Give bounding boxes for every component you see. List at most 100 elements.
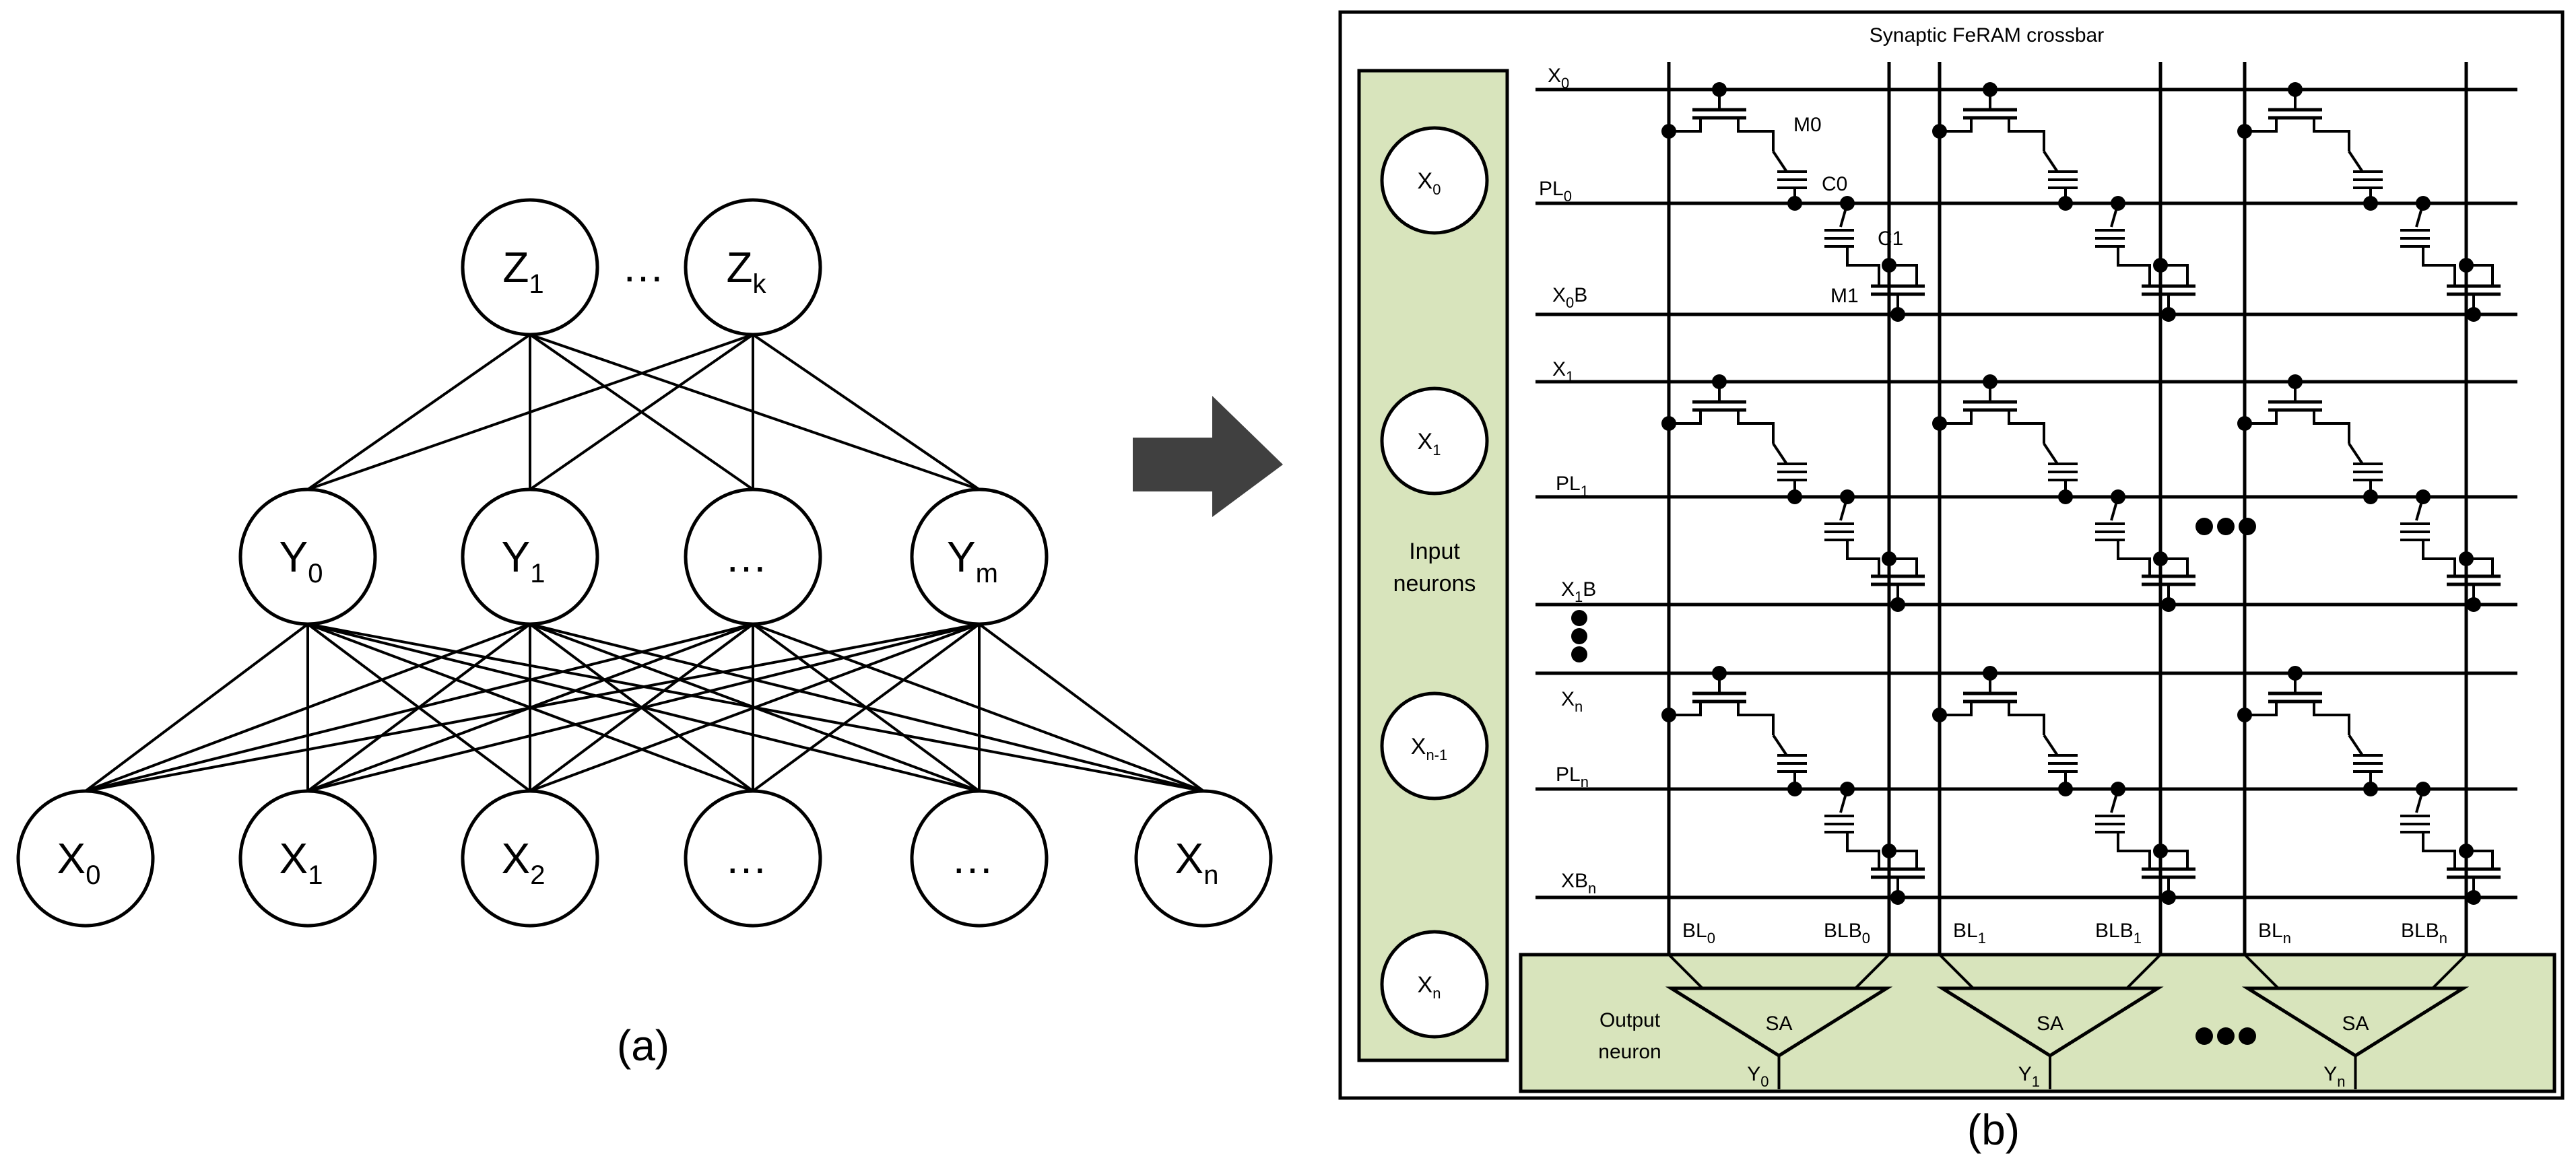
- input-node-label-main: X: [502, 834, 531, 883]
- input-node: X1: [238, 789, 377, 928]
- capacitor-lead: [2348, 734, 2364, 757]
- top-node-label-main: Z: [726, 243, 752, 292]
- hidden-node: …: [684, 487, 822, 626]
- input-node-label-sub: 1: [308, 860, 323, 890]
- input-neurons-panel: [1357, 69, 1509, 1062]
- caption-a: (a): [617, 1021, 669, 1070]
- input-node-label: …: [951, 834, 994, 883]
- label-m1: M1: [1830, 285, 1859, 307]
- ellipsis-dot: [1571, 610, 1587, 626]
- output-label: Y1: [2018, 1063, 2040, 1090]
- input-neuron-label-main: X: [1418, 972, 1433, 998]
- source-wire: [2160, 264, 2189, 286]
- connection-line: [84, 623, 309, 792]
- plate-line-dot: [2058, 196, 2073, 211]
- hidden-node-label-main: …: [725, 533, 768, 581]
- bitline-label-main: BL: [1682, 920, 1707, 942]
- capacitor-lead: [1839, 203, 1849, 228]
- row-label-sub: n: [1575, 698, 1583, 715]
- bitline-dot: [1932, 124, 1947, 139]
- row-label: Xn: [1561, 688, 1583, 715]
- plate-line-dot: [2058, 782, 2073, 796]
- plate-line-dot: [1787, 489, 1802, 504]
- plate-line-dot: [2363, 196, 2378, 211]
- hidden-node-label: Y0: [279, 533, 323, 588]
- sa-input-wire: [2125, 953, 2162, 990]
- input-node-label-main: …: [725, 834, 768, 883]
- row-label-sub: 1: [1575, 588, 1583, 605]
- ellipsis-dot: [2217, 1027, 2235, 1045]
- ellipsis-dot: [2239, 518, 2256, 535]
- capacitor-lead: [2043, 442, 2059, 465]
- gate-dot: [2161, 890, 2176, 905]
- bitline-bar-dot: [2459, 844, 2474, 858]
- output-label-sub: 0: [1760, 1073, 1769, 1090]
- source-wire: [2245, 118, 2278, 133]
- bitline-label: BL1: [1953, 920, 1986, 947]
- input-node-label-sub: 0: [86, 860, 100, 890]
- capacitor-lead: [1772, 734, 1788, 757]
- connection-line: [978, 623, 1205, 792]
- top-node: Zk: [684, 198, 822, 337]
- bitline-dot: [2237, 708, 2252, 722]
- top-node-label-sub: 1: [529, 269, 543, 299]
- source-wire: [2466, 557, 2494, 576]
- plate-line-dot: [1787, 196, 1802, 211]
- ellipsis-dot: [2217, 518, 2235, 535]
- input-neuron-circle: [1380, 126, 1489, 235]
- synapse-cell: [1932, 666, 2195, 905]
- bitline-label-main: BL: [2258, 920, 2283, 942]
- input-node-label-main: …: [951, 834, 994, 883]
- plate-line-dot: [1787, 782, 1802, 796]
- drain-wire: [2117, 248, 2151, 286]
- row-label-main: X: [1561, 578, 1575, 601]
- bitline-label-sub: 1: [1978, 930, 1986, 947]
- capacitor-lead: [2110, 496, 2119, 521]
- synapse-cell: [2237, 666, 2501, 905]
- row-label-sub: 0: [1564, 188, 1572, 205]
- gate-dot: [2161, 597, 2176, 612]
- drain-wire: [2422, 833, 2456, 869]
- crossbar-title: Synaptic FeRAM crossbar: [1870, 24, 2104, 46]
- input-node: X0: [16, 789, 155, 928]
- capacitor-lead: [2110, 203, 2119, 228]
- drain-wire: [1737, 118, 1775, 151]
- bitline-bar-label: BLB1: [2095, 920, 2142, 947]
- top-node-circle: [684, 198, 822, 337]
- input-node-label: X1: [279, 834, 323, 890]
- row-label-sub: n: [1588, 880, 1596, 897]
- row-label-main: XB: [1561, 870, 1588, 892]
- input-node: …: [910, 789, 1049, 928]
- synapse-cell: [1932, 374, 2195, 612]
- gate-dot: [2466, 597, 2481, 612]
- row-label-main: PL: [1556, 473, 1581, 495]
- drain-wire: [1846, 248, 1880, 286]
- hidden-node-label-sub: 0: [308, 559, 323, 588]
- bitline-dot: [1932, 708, 1947, 722]
- input-node: …: [684, 789, 822, 928]
- input-node: X2: [461, 789, 599, 928]
- network-connections: [84, 333, 1205, 792]
- gate-dot: [2161, 307, 2176, 322]
- connection-line: [85, 623, 754, 792]
- bitline-bar-dot: [2459, 551, 2474, 566]
- capacitor-lead: [2415, 203, 2424, 228]
- source-wire: [1669, 410, 1702, 425]
- drain-wire: [1737, 410, 1775, 444]
- hidden-node: Ym: [910, 487, 1049, 626]
- capacitor-lead: [1839, 788, 1849, 813]
- connection-line: [85, 623, 980, 792]
- bitline-label-main: BL: [1953, 920, 1978, 942]
- hidden-node: Y1: [461, 487, 599, 626]
- output-label-main: Y: [2323, 1063, 2337, 1085]
- row-label-main: X: [1552, 358, 1566, 380]
- plate-line-dot: [2363, 489, 2378, 504]
- hidden-node-label-sub: 1: [530, 559, 545, 588]
- bitline-bar-dot: [1882, 258, 1896, 273]
- bitline-dot: [1661, 708, 1676, 722]
- input-node-circle: [238, 789, 377, 928]
- hidden-node-label: Y1: [502, 533, 546, 588]
- source-wire: [2160, 557, 2189, 576]
